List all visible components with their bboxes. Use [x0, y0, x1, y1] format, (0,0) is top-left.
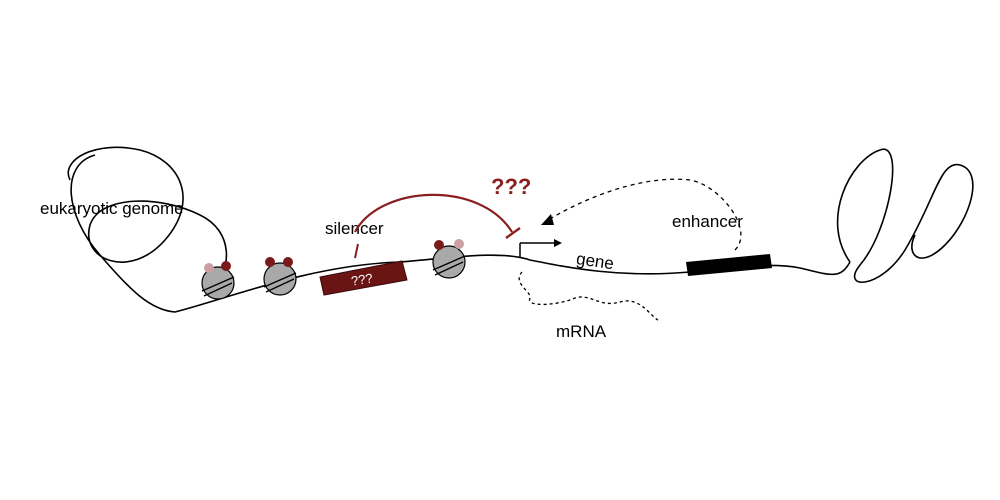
nucleosome-icon	[263, 257, 297, 296]
nucleosome-icon	[432, 239, 466, 279]
unknown-mechanism-label: ???	[491, 174, 531, 199]
dna-strand	[70, 154, 851, 313]
enhancer-arrowhead	[541, 214, 554, 225]
silencer-pointer	[354, 243, 359, 259]
mrna-label: mRNA	[556, 322, 607, 341]
silencer-box: ???	[319, 260, 408, 296]
enhancer-box	[686, 254, 772, 276]
nucleosome-icon	[201, 261, 235, 300]
inhibition-bar-icon	[505, 227, 521, 239]
dna-coil-right	[836, 148, 974, 283]
silencer-label: silencer	[325, 219, 384, 238]
genome-label: eukaryotic genome	[40, 199, 184, 218]
dna-coil-left	[67, 146, 228, 286]
transcription-start-arrow-icon	[519, 239, 562, 258]
mrna-transcript	[518, 271, 659, 321]
inhibition-arc	[354, 193, 513, 233]
enhancer-label: enhancer	[672, 212, 743, 231]
enhancer-activation-arrow	[547, 178, 742, 251]
silencer-box-label: ???	[350, 270, 374, 288]
